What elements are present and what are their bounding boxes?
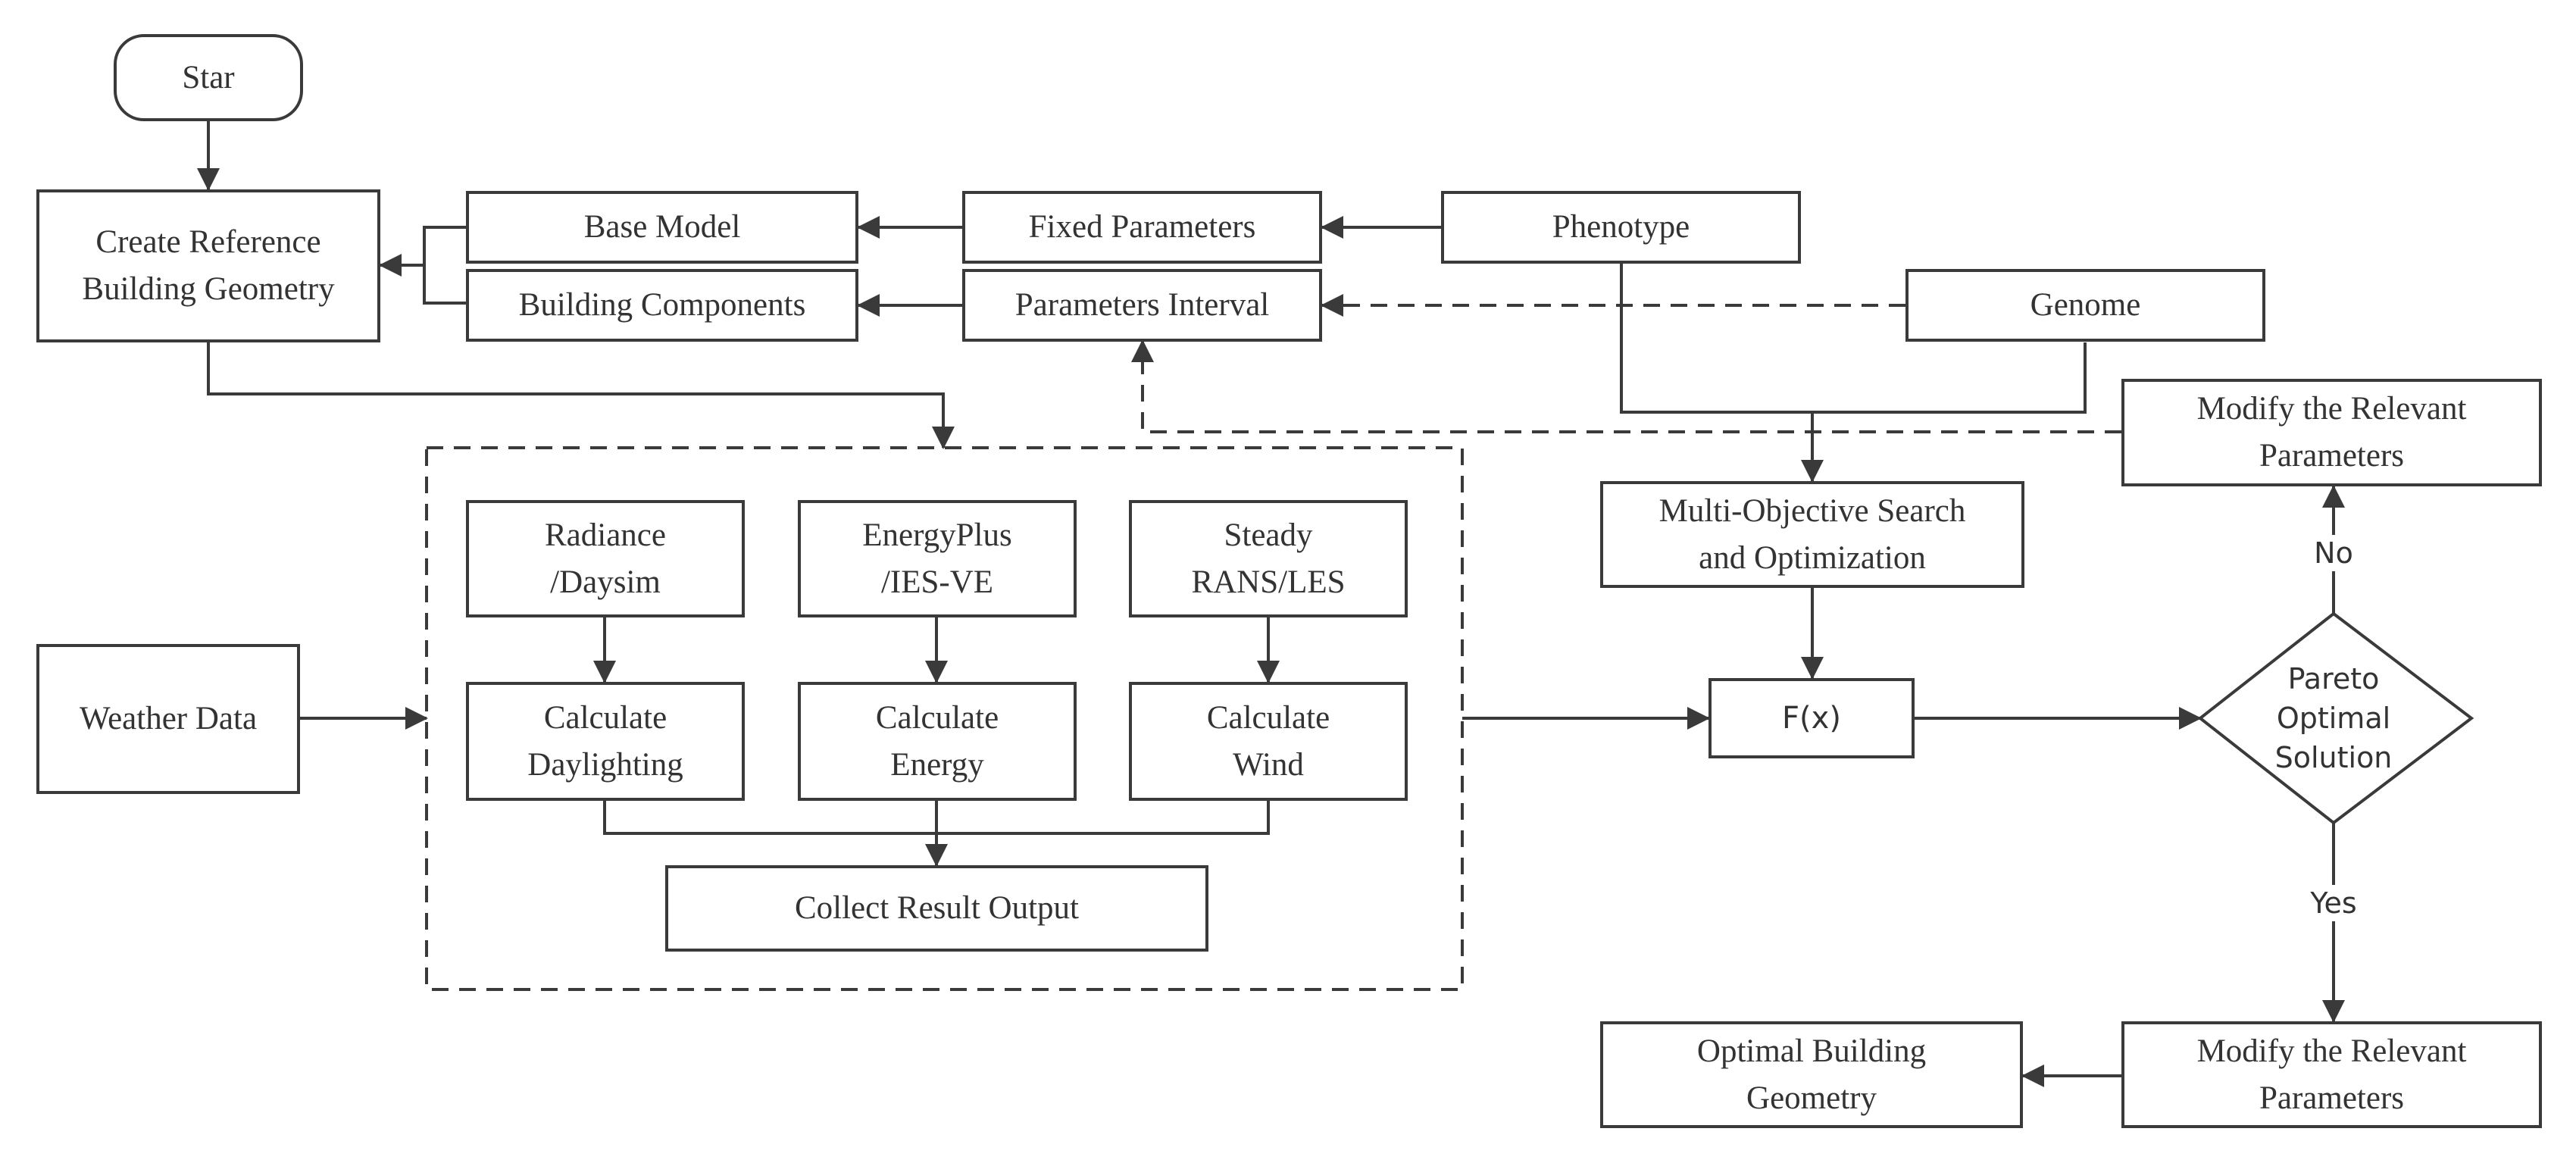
phenotype-label: Phenotype — [1552, 209, 1690, 245]
energyplus-ies-box: EnergyPlus /IES-VE — [798, 500, 1077, 617]
radiance-line-2: /Daysim — [550, 564, 661, 600]
pareto-line-1: Pareto — [2287, 662, 2380, 696]
genome-box: Genome — [1905, 269, 2265, 342]
fx-label: F(x) — [1782, 701, 1841, 736]
optimal-line-2: Geometry — [1746, 1080, 1877, 1116]
steady-rans-les-box: Steady RANS/LES — [1129, 500, 1408, 617]
edge-label-yes: Yes — [2306, 885, 2362, 921]
edge-modify-to-interval — [1131, 339, 2121, 433]
building-components-label: Building Components — [518, 287, 806, 323]
create-reference-box: Create Reference Building Geometry — [36, 189, 380, 342]
calc-daylight-line-1: Calculate — [543, 699, 667, 736]
energyplus-line-1: EnergyPlus — [862, 517, 1012, 553]
edge-phenotype-to-merge — [1620, 261, 2087, 414]
modify-top-line-2: Parameters — [2259, 438, 2405, 474]
edge-label-no: No — [2309, 535, 2358, 571]
create-reference-line-1: Create Reference — [95, 224, 321, 260]
building-components-box: Building Components — [466, 269, 858, 342]
collect-result-output-box: Collect Result Output — [665, 865, 1208, 952]
modify-bottom-line-2: Parameters — [2259, 1080, 2405, 1116]
edge-base-model-bracket — [423, 226, 466, 305]
pareto-optimal-solution: Pareto Optimal Solution — [2235, 652, 2432, 785]
modify-top-line-1: Modify the Relevant — [2196, 391, 2467, 427]
calculate-wind-box: Calculate Wind — [1129, 682, 1408, 801]
base-model-label: Base Model — [583, 209, 741, 245]
multi-objective-search-box: Multi-Objective Search and Optimization — [1600, 481, 2024, 588]
modify-parameters-top-box: Modify the Relevant Parameters — [2121, 379, 2542, 486]
pareto-line-2: Optimal — [2276, 702, 2391, 735]
optimal-building-geometry-box: Optimal Building Geometry — [1600, 1021, 2023, 1128]
parameters-interval-box: Parameters Interval — [962, 269, 1322, 342]
radiance-daysim-box: Radiance /Daysim — [466, 500, 745, 617]
mo-search-line-1: Multi-Objective Search — [1658, 492, 1966, 529]
modify-parameters-bottom-box: Modify the Relevant Parameters — [2121, 1021, 2542, 1128]
calc-energy-line-2: Energy — [890, 746, 984, 783]
calc-wind-line-2: Wind — [1233, 746, 1304, 783]
calculate-energy-box: Calculate Energy — [798, 682, 1077, 801]
modify-bottom-line-1: Modify the Relevant — [2196, 1033, 2467, 1069]
steady-line-1: Steady — [1224, 517, 1313, 553]
start-label: Star — [182, 59, 235, 95]
calc-energy-line-1: Calculate — [875, 699, 999, 736]
base-model-box: Base Model — [466, 191, 858, 264]
parameters-interval-label: Parameters Interval — [1014, 287, 1270, 323]
weather-data-box: Weather Data — [36, 644, 300, 794]
radiance-line-1: Radiance — [545, 517, 666, 553]
pareto-line-3: Solution — [2274, 741, 2393, 774]
calc-wind-line-1: Calculate — [1206, 699, 1330, 736]
edge-create-to-simulation — [207, 342, 955, 449]
fx-box: F(x) — [1708, 678, 1915, 758]
phenotype-box: Phenotype — [1441, 191, 1801, 264]
mo-search-line-2: and Optimization — [1699, 539, 1926, 576]
steady-line-2: RANS/LES — [1191, 564, 1346, 600]
fixed-parameters-box: Fixed Parameters — [962, 191, 1322, 264]
collect-result-label: Collect Result Output — [794, 890, 1080, 926]
weather-data-label: Weather Data — [79, 701, 258, 736]
calculate-daylighting-box: Calculate Daylighting — [466, 682, 745, 801]
optimal-line-1: Optimal Building — [1696, 1033, 1927, 1069]
start-terminal: Star — [114, 34, 303, 121]
calc-daylight-line-2: Daylighting — [527, 746, 683, 783]
genome-label: Genome — [2030, 287, 2141, 323]
energyplus-line-2: /IES-VE — [880, 564, 994, 600]
create-reference-line-2: Building Geometry — [82, 271, 335, 307]
fixed-parameters-label: Fixed Parameters — [1028, 209, 1256, 245]
